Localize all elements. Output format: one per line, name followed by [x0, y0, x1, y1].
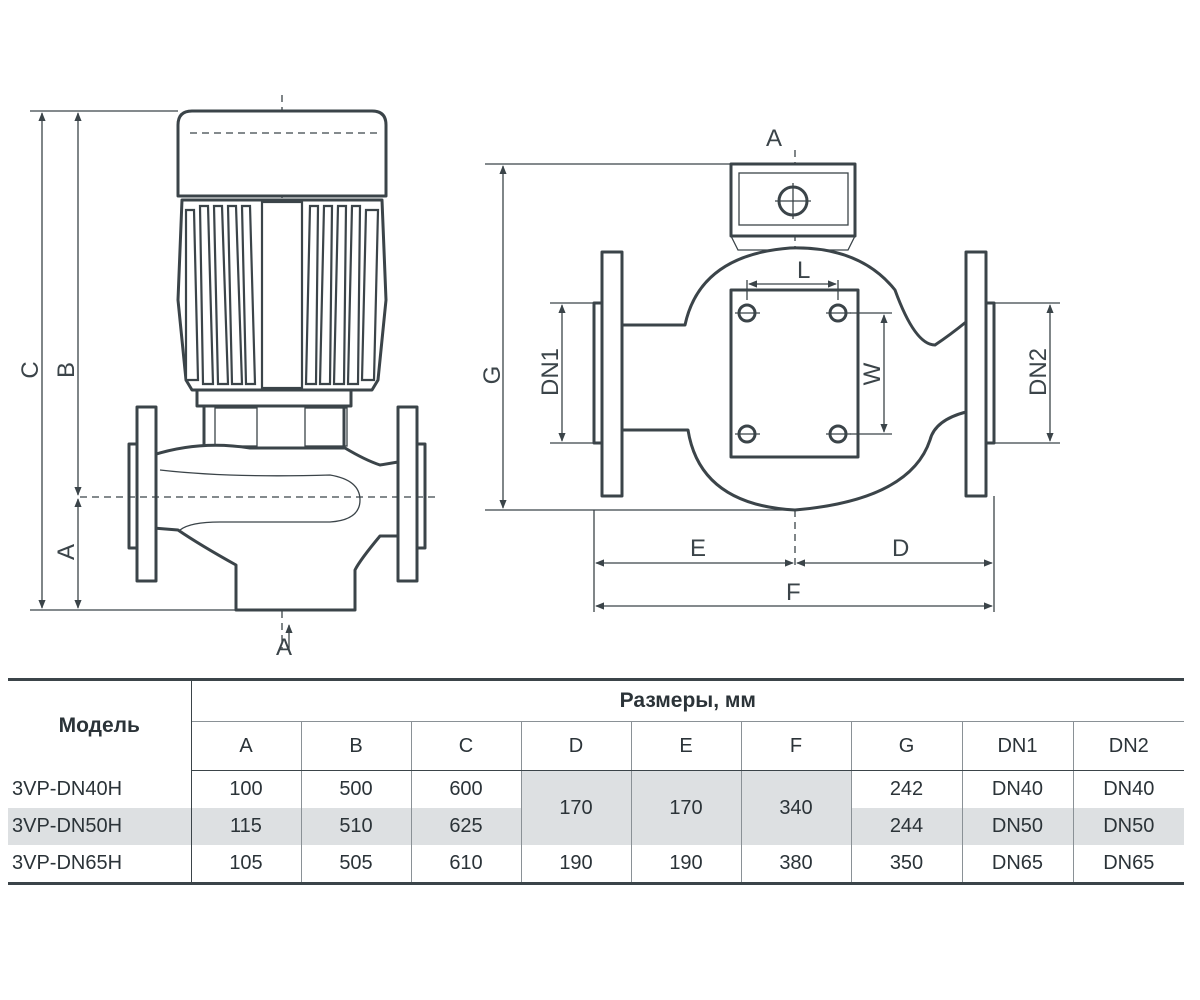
outlet-flange-face [415, 442, 427, 550]
col-header-C: C [410, 721, 521, 771]
col-header-E: E [630, 721, 741, 771]
dim-label-E: E [690, 535, 706, 562]
right-view-inlet-face [592, 301, 604, 445]
col-header-F: F [740, 721, 851, 771]
volute-inner-contour [159, 469, 361, 531]
cell-DN2: DN40 [1072, 770, 1185, 808]
cell-E-merged: 170 [630, 770, 741, 845]
lantern-window-right [304, 407, 348, 447]
cell-DN1: DN50 [961, 808, 1073, 845]
dim-label-W: W [859, 362, 886, 385]
dimensions-table-wrap: Модель Размеры, мм A B C D E F G DN1 DN2… [8, 678, 1185, 885]
col-header-B: B [300, 721, 411, 771]
cell-F: 380 [740, 845, 851, 885]
row-model: 3VP-DN40H [8, 770, 192, 808]
cell-B: 505 [300, 845, 411, 885]
lantern-bracket [202, 404, 346, 450]
table-row: 3VP-DN40H 100 500 600 170 170 340 242 DN… [8, 770, 1185, 845]
cell-DN1: DN40 [961, 770, 1073, 808]
cell-C: 625 [410, 808, 521, 845]
cell-DN2: DN50 [1072, 808, 1185, 845]
dim-label-A: A [53, 544, 80, 560]
cell-E: 190 [630, 845, 741, 885]
pump-housing [151, 443, 400, 612]
cell-C: 610 [410, 845, 521, 885]
section-label-left: A [276, 634, 292, 661]
dim-label-F: F [786, 579, 801, 606]
cell-DN1: DN65 [961, 845, 1073, 885]
dimensions-table: Модель Размеры, мм A B C D E F G DN1 DN2… [8, 678, 1185, 885]
pump-top-view: A L W G [479, 125, 1060, 612]
col-header-DN2: DN2 [1072, 721, 1185, 771]
dim-label-D: D [892, 535, 909, 562]
dim-label-L: L [797, 257, 810, 284]
dim-label-C: C [17, 361, 44, 378]
right-view-outlet-face [984, 301, 996, 445]
cell-G: 242 [850, 770, 962, 808]
pump-dimension-drawing: C B A A A L [17, 95, 1060, 661]
col-header-D: D [520, 721, 631, 771]
cell-G: 244 [850, 808, 962, 845]
motor-adapter [195, 388, 353, 408]
cell-DN2: DN65 [1072, 845, 1185, 885]
cell-D: 190 [520, 845, 631, 885]
motor-cap [176, 109, 388, 198]
section-label-right: A [766, 125, 782, 152]
dim-label-G: G [479, 366, 506, 385]
inlet-flange [135, 405, 158, 583]
cell-B: 510 [300, 808, 411, 845]
pump-side-view: C B A A [17, 95, 440, 661]
cell-G: 350 [850, 845, 962, 885]
cell-A: 115 [190, 808, 301, 845]
terminal-box-inner [738, 172, 849, 226]
cell-F-merged: 340 [740, 770, 851, 845]
col-header-A: A [191, 721, 301, 771]
cell-A: 100 [190, 770, 301, 808]
model-column-header: Модель [8, 678, 192, 771]
dim-label-DN1: DN1 [537, 348, 564, 396]
table-row: 3VP-DN50H 115 510 625 244 DN50 DN50 [8, 808, 1185, 845]
motor-cooling-fins [184, 200, 380, 390]
cell-A: 105 [190, 845, 301, 885]
row-model: 3VP-DN50H [8, 808, 192, 845]
col-header-G: G [850, 721, 962, 771]
cell-D-merged: 170 [520, 770, 631, 845]
col-header-DN1: DN1 [961, 721, 1073, 771]
right-view-inlet-flange [600, 250, 624, 498]
cell-C: 600 [410, 770, 521, 808]
outlet-flange [396, 405, 419, 583]
row-model: 3VP-DN65H [8, 845, 192, 885]
cell-B: 500 [300, 770, 411, 808]
inlet-flange-face [127, 442, 139, 550]
dim-label-B: B [53, 362, 80, 378]
right-view-outlet-flange [964, 250, 988, 498]
dim-label-DN2: DN2 [1025, 348, 1052, 396]
dimensions-header: Размеры, мм [191, 678, 1185, 722]
table-row: 3VP-DN65H 105 505 610 190 190 380 350 DN… [8, 845, 1185, 885]
